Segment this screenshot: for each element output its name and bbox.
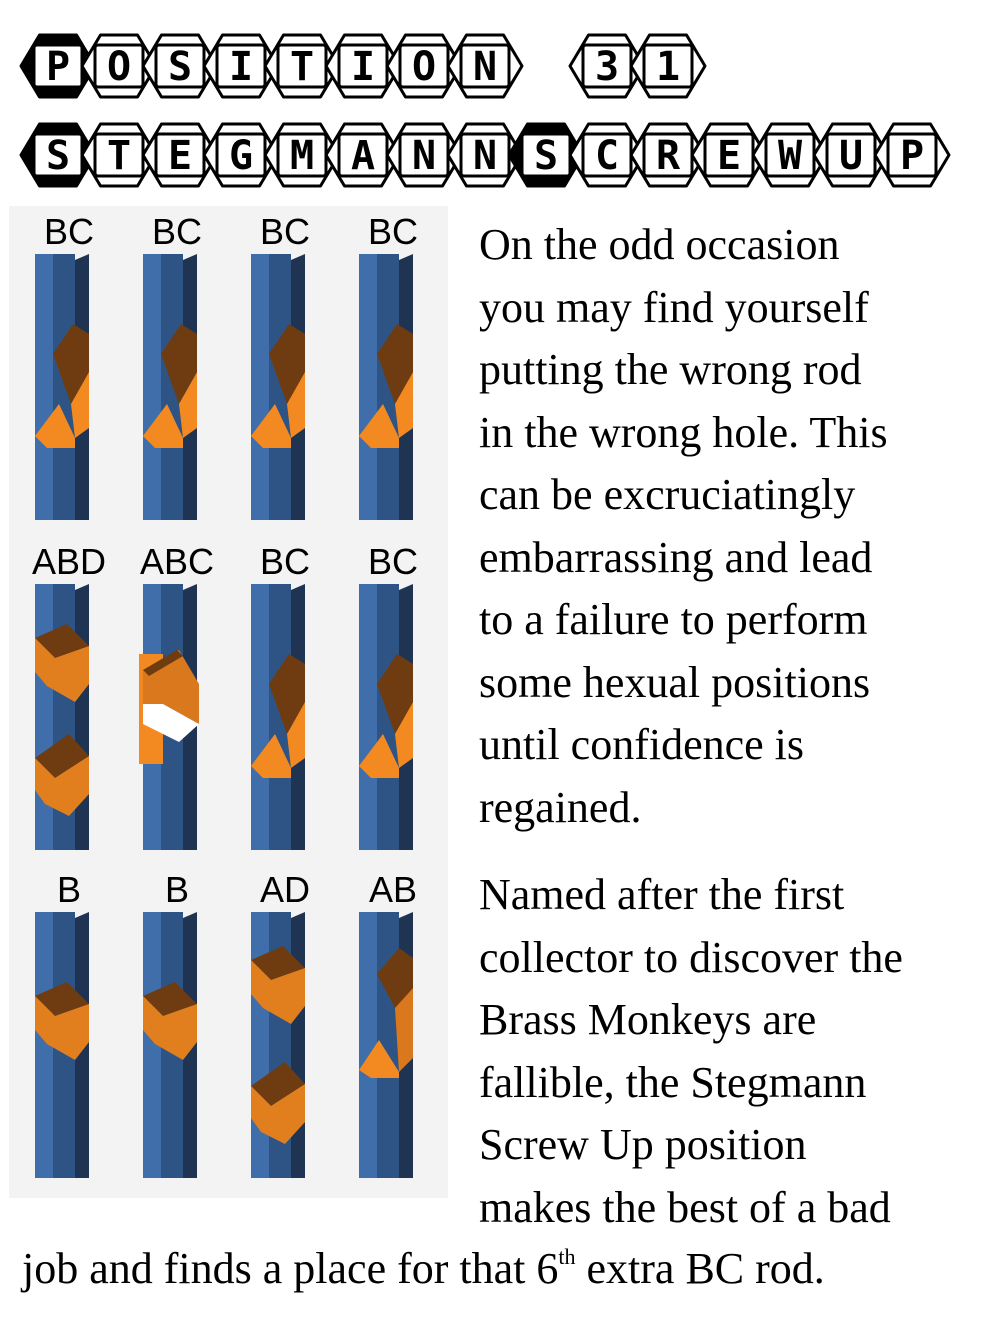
title-hex-tile: I [202, 33, 280, 99]
title-letter: 1 [656, 44, 680, 90]
text-line: in the wrong hole. This [479, 407, 888, 457]
text-line: Screw Up position [479, 1120, 807, 1169]
title-letter: W [778, 133, 803, 179]
text-line: collector to discover the [479, 932, 903, 982]
title-letter: T [107, 133, 131, 179]
rod-label: AD [260, 869, 310, 910]
last-line-pre: job and finds a place for that 6 [22, 1244, 559, 1293]
rod-bc: BC [35, 211, 94, 520]
title-hex-tile: E [690, 122, 768, 188]
rod-bc: BC [251, 541, 310, 850]
rod-label: B [57, 869, 81, 910]
title-letter: 3 [595, 44, 619, 90]
rod-label: BC [368, 211, 418, 252]
text-line: fallible, the Stegmann [479, 1057, 867, 1107]
rod-label: BC [260, 211, 310, 252]
text-line: Named after the first [479, 870, 845, 919]
title-hex-tile: C [568, 122, 646, 188]
rod-diagram: BC BC BC BC ABD ABC BC BC B B AD AB [32, 211, 418, 1178]
title-letter: S [46, 133, 70, 179]
title-letter: P [46, 44, 70, 90]
title-hex-tile: S [141, 33, 219, 99]
intro-paragraph: On the odd occasion you may find yourself… [479, 214, 984, 839]
title-letter: P [900, 133, 924, 179]
title-letter: N [473, 133, 497, 179]
rod-b: B [143, 869, 197, 1178]
rod-bc: BC [359, 211, 418, 520]
title-hex-tile: W [751, 122, 829, 188]
title-letter: O [412, 44, 436, 90]
title-hex-tile: T [263, 33, 341, 99]
rod-ab: AB [359, 869, 417, 1178]
rod-label: B [165, 869, 189, 910]
title-letter: R [656, 133, 681, 179]
rod-bc: BC [251, 211, 310, 520]
text-line: Brass Monkeys are [479, 995, 817, 1044]
title-hex-tile: P [873, 122, 951, 188]
rod-label: ABC [140, 541, 214, 582]
rod-abd: ABD [32, 541, 106, 850]
text-line: until confidence is [479, 720, 805, 769]
title-hex-tile: O [80, 33, 158, 99]
rod-label: BC [152, 211, 202, 252]
title-letter: E [168, 133, 192, 179]
text-line: some hexual positions [479, 657, 871, 707]
title-letter: S [168, 44, 192, 90]
title-letter: S [534, 133, 558, 179]
title-hex-tile: N [385, 122, 463, 188]
title-letter: E [717, 133, 741, 179]
title-letter: N [473, 44, 497, 90]
title-hex-tile: T [80, 122, 158, 188]
rod-label: AB [369, 869, 417, 910]
title-letter: N [412, 133, 436, 179]
title-letter: I [229, 44, 253, 90]
rod-bc: BC [359, 541, 418, 850]
text-line: putting the wrong rod [479, 345, 862, 394]
title-hex-tile: N [446, 33, 524, 99]
rod-label: BC [368, 541, 418, 582]
rod-label: BC [44, 211, 94, 252]
text-line: embarrassing and lead [479, 532, 873, 582]
title-letter: M [290, 133, 314, 179]
title-letter: A [351, 133, 375, 179]
naming-paragraph-last-line: job and finds a place for that 6th extra… [22, 1238, 987, 1301]
text-line: On the odd occasion [479, 220, 840, 269]
title-hex-tile: 1 [629, 33, 707, 99]
title-hex-tile: S [507, 122, 585, 188]
title-letter: G [229, 133, 253, 179]
title-letter: U [839, 133, 863, 179]
text-line: can be excruciatingly [479, 470, 856, 519]
rod-label: ABD [32, 541, 106, 582]
title-letter: I [351, 44, 375, 90]
title-letter: C [595, 133, 619, 179]
rod-diagram-panel: BC BC BC BC ABD ABC BC BC B B AD AB [9, 206, 448, 1198]
title-letter: T [290, 44, 314, 90]
text-line: makes the best of a bad [479, 1182, 891, 1232]
rod-ad: AD [251, 869, 310, 1178]
title-hex-tile: S [19, 122, 97, 188]
rod-abc: ABC [139, 541, 214, 850]
title-hex-tile: 3 [568, 33, 646, 99]
text-line: to a failure to perform [479, 595, 868, 644]
title-letter: O [107, 44, 131, 90]
rod-label: BC [260, 541, 310, 582]
rod-bc: BC [143, 211, 202, 520]
rod-b: B [35, 869, 89, 1178]
last-line-post: extra BC rod. [575, 1244, 825, 1293]
text-line: you may find yourself [479, 282, 869, 332]
text-line: regained. [479, 782, 642, 832]
ordinal-suffix: th [558, 1244, 576, 1269]
naming-paragraph: Named after the first collector to discov… [479, 864, 984, 1239]
